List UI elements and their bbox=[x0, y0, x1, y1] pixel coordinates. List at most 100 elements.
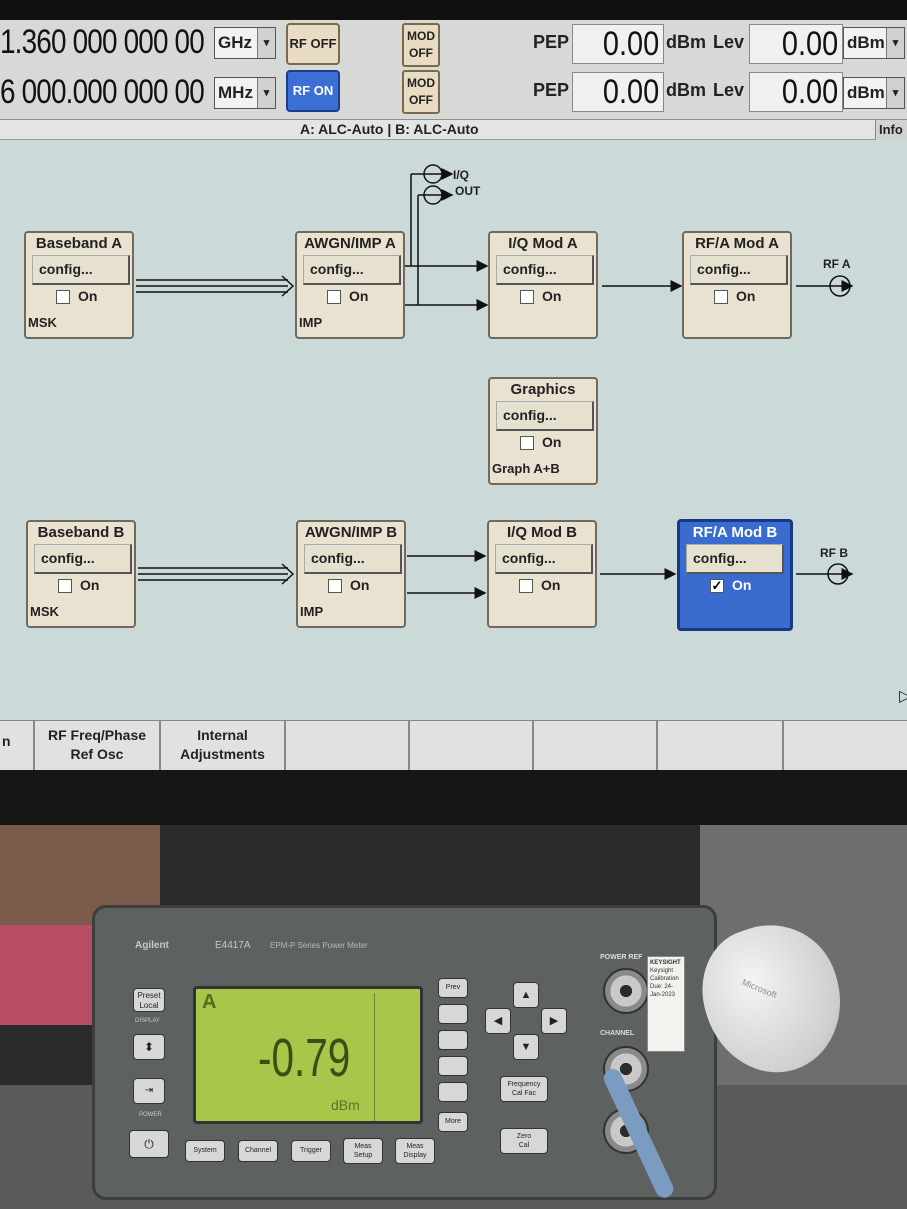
button-line-2: Cal bbox=[518, 1142, 530, 1149]
arrow-left-icon[interactable]: ◀ bbox=[485, 1008, 511, 1034]
block-rf-a-mod-b[interactable]: RF/A Mod B config... ✓ On bbox=[677, 519, 793, 631]
block-rf-a-mod-a[interactable]: RF/A Mod A config... On bbox=[682, 231, 792, 339]
softkey-line-1: RF Freq/Phase bbox=[47, 727, 147, 743]
freq-unit-select-a[interactable]: GHz ▾ bbox=[214, 27, 276, 59]
pep-label-a: PEP bbox=[533, 32, 570, 52]
display-updown-icon[interactable]: ⬍ bbox=[133, 1034, 165, 1060]
config-button[interactable]: config... bbox=[690, 255, 788, 285]
on-checkbox[interactable] bbox=[328, 579, 342, 593]
arrow-right-icon[interactable]: ▶ bbox=[541, 1008, 567, 1034]
on-checkbox[interactable] bbox=[58, 579, 72, 593]
power-icon[interactable]: ⏻ bbox=[129, 1130, 169, 1158]
rf-off-button[interactable]: RF OFF bbox=[286, 23, 340, 65]
display-split-icon[interactable]: ⇥ bbox=[133, 1078, 165, 1104]
lev-label-b: Lev bbox=[713, 80, 745, 100]
level-unit-select-b[interactable]: dBm ▾ bbox=[843, 77, 905, 109]
frequency-cal-fac-button[interactable]: Frequency Cal Fac bbox=[500, 1076, 548, 1102]
meas-display-button[interactable]: Meas Display bbox=[395, 1138, 435, 1164]
softkey-empty-7[interactable] bbox=[658, 721, 784, 770]
lcd-softkey-panel bbox=[374, 993, 422, 1121]
softkey-empty-6[interactable] bbox=[534, 721, 658, 770]
config-button[interactable]: config... bbox=[495, 544, 593, 574]
arrow-down-icon[interactable]: ▼ bbox=[513, 1034, 539, 1060]
button-line-1: Frequency bbox=[507, 1081, 541, 1088]
on-checkbox-checked[interactable]: ✓ bbox=[710, 578, 724, 593]
softkey-line-1: Internal bbox=[197, 727, 248, 743]
on-checkbox[interactable] bbox=[714, 290, 728, 304]
meas-setup-button[interactable]: Meas Setup bbox=[343, 1138, 383, 1164]
double-line-arrow-a bbox=[136, 275, 295, 297]
mod-off-button-a[interactable]: MOD OFF bbox=[402, 23, 440, 67]
config-button[interactable]: config... bbox=[686, 544, 784, 574]
alc-status-text: A: ALC-Auto | B: ALC-Auto bbox=[300, 121, 479, 137]
block-title: AWGN/IMP B bbox=[304, 524, 398, 541]
lcd-softkey-5[interactable] bbox=[438, 1082, 468, 1102]
config-button[interactable]: config... bbox=[34, 544, 132, 574]
block-iq-mod-a[interactable]: I/Q Mod A config... On bbox=[488, 231, 598, 339]
channel-button[interactable]: Channel bbox=[238, 1140, 278, 1162]
header-panel: 1.360 000 000 00 GHz ▾ RF OFF MOD OFF PE… bbox=[0, 20, 907, 120]
level-input-a[interactable]: 0.00 bbox=[749, 24, 843, 64]
config-button[interactable]: config... bbox=[303, 255, 401, 285]
config-button[interactable]: config... bbox=[304, 544, 402, 574]
desk-object-pink bbox=[0, 925, 100, 1025]
channel-section-label: CHANNEL bbox=[600, 1030, 635, 1037]
rf-on-button[interactable]: RF ON bbox=[286, 70, 340, 112]
level-unit-a-label: dBm bbox=[847, 33, 885, 52]
frequency-display-a[interactable]: 1.360 000 000 00 bbox=[0, 23, 205, 61]
chevron-down-icon: ▾ bbox=[886, 78, 904, 108]
double-line-arrow-b bbox=[138, 563, 295, 585]
block-awgn-imp-a[interactable]: AWGN/IMP A config... On IMP bbox=[295, 231, 405, 339]
button-line-1: Meas bbox=[406, 1143, 424, 1150]
chevron-down-icon: ▾ bbox=[257, 28, 275, 58]
on-checkbox[interactable] bbox=[327, 290, 341, 304]
lcd-softkey-2[interactable] bbox=[438, 1004, 468, 1024]
zero-cal-button[interactable]: Zero Cal bbox=[500, 1128, 548, 1154]
button-line-2: Cal Fac bbox=[511, 1090, 537, 1097]
config-button[interactable]: config... bbox=[496, 255, 594, 285]
level-input-b[interactable]: 0.00 bbox=[749, 72, 843, 112]
on-label: On bbox=[541, 577, 561, 593]
on-label: On bbox=[732, 577, 752, 593]
on-label: On bbox=[542, 288, 562, 304]
on-checkbox[interactable] bbox=[520, 290, 534, 304]
softkey-internal-adjustments[interactable]: Internal Adjustments bbox=[161, 721, 286, 770]
softkey-empty-8[interactable] bbox=[784, 721, 907, 770]
button-line-1: Zero bbox=[516, 1133, 532, 1140]
block-awgn-imp-b[interactable]: AWGN/IMP B config... On IMP bbox=[296, 520, 406, 628]
on-checkbox[interactable] bbox=[56, 290, 70, 304]
softkey-empty-4[interactable] bbox=[286, 721, 410, 770]
lcd-softkey-4[interactable] bbox=[438, 1056, 468, 1076]
freq-unit-select-b[interactable]: MHz ▾ bbox=[214, 77, 276, 109]
more-button[interactable]: More bbox=[438, 1112, 468, 1132]
block-baseband-b[interactable]: Baseband B config... On MSK bbox=[26, 520, 136, 628]
softkey-1[interactable]: n bbox=[0, 721, 35, 770]
block-graphics[interactable]: Graphics config... On Graph A+B bbox=[488, 377, 598, 485]
on-label: On bbox=[736, 288, 756, 304]
arrow-up-icon[interactable]: ▲ bbox=[513, 982, 539, 1008]
block-title: I/Q Mod A bbox=[508, 235, 578, 252]
config-button[interactable]: config... bbox=[32, 255, 130, 285]
pep-value-a: 0.00 bbox=[572, 24, 664, 64]
softkey-rf-freq-phase[interactable]: RF Freq/Phase Ref Osc bbox=[35, 721, 161, 770]
trigger-button[interactable]: Trigger bbox=[291, 1140, 331, 1162]
on-checkbox[interactable] bbox=[519, 579, 533, 593]
channel-indicator: A bbox=[202, 991, 217, 1013]
info-button[interactable]: Info bbox=[875, 120, 907, 140]
prev-button[interactable]: Prev bbox=[438, 978, 468, 998]
system-button[interactable]: System bbox=[185, 1140, 225, 1162]
rf-b-port bbox=[827, 563, 849, 585]
frequency-display-b[interactable]: 6 000.000 000 00 bbox=[0, 73, 205, 111]
signal-generator-screen: 1.360 000 000 00 GHz ▾ RF OFF MOD OFF PE… bbox=[0, 0, 907, 770]
mod-off-button-b[interactable]: MOD OFF bbox=[402, 70, 440, 114]
block-baseband-a[interactable]: Baseband A config... On MSK bbox=[24, 231, 134, 339]
level-unit-select-a[interactable]: dBm ▾ bbox=[843, 27, 905, 59]
power-reading: -0.79 bbox=[258, 1028, 351, 1088]
button-line-2: Local bbox=[139, 1001, 159, 1010]
lcd-softkey-3[interactable] bbox=[438, 1030, 468, 1050]
softkey-empty-5[interactable] bbox=[410, 721, 534, 770]
config-button[interactable]: config... bbox=[496, 401, 594, 431]
preset-local-button[interactable]: Preset Local bbox=[133, 988, 165, 1012]
block-iq-mod-b[interactable]: I/Q Mod B config... On bbox=[487, 520, 597, 628]
on-checkbox[interactable] bbox=[520, 436, 534, 450]
